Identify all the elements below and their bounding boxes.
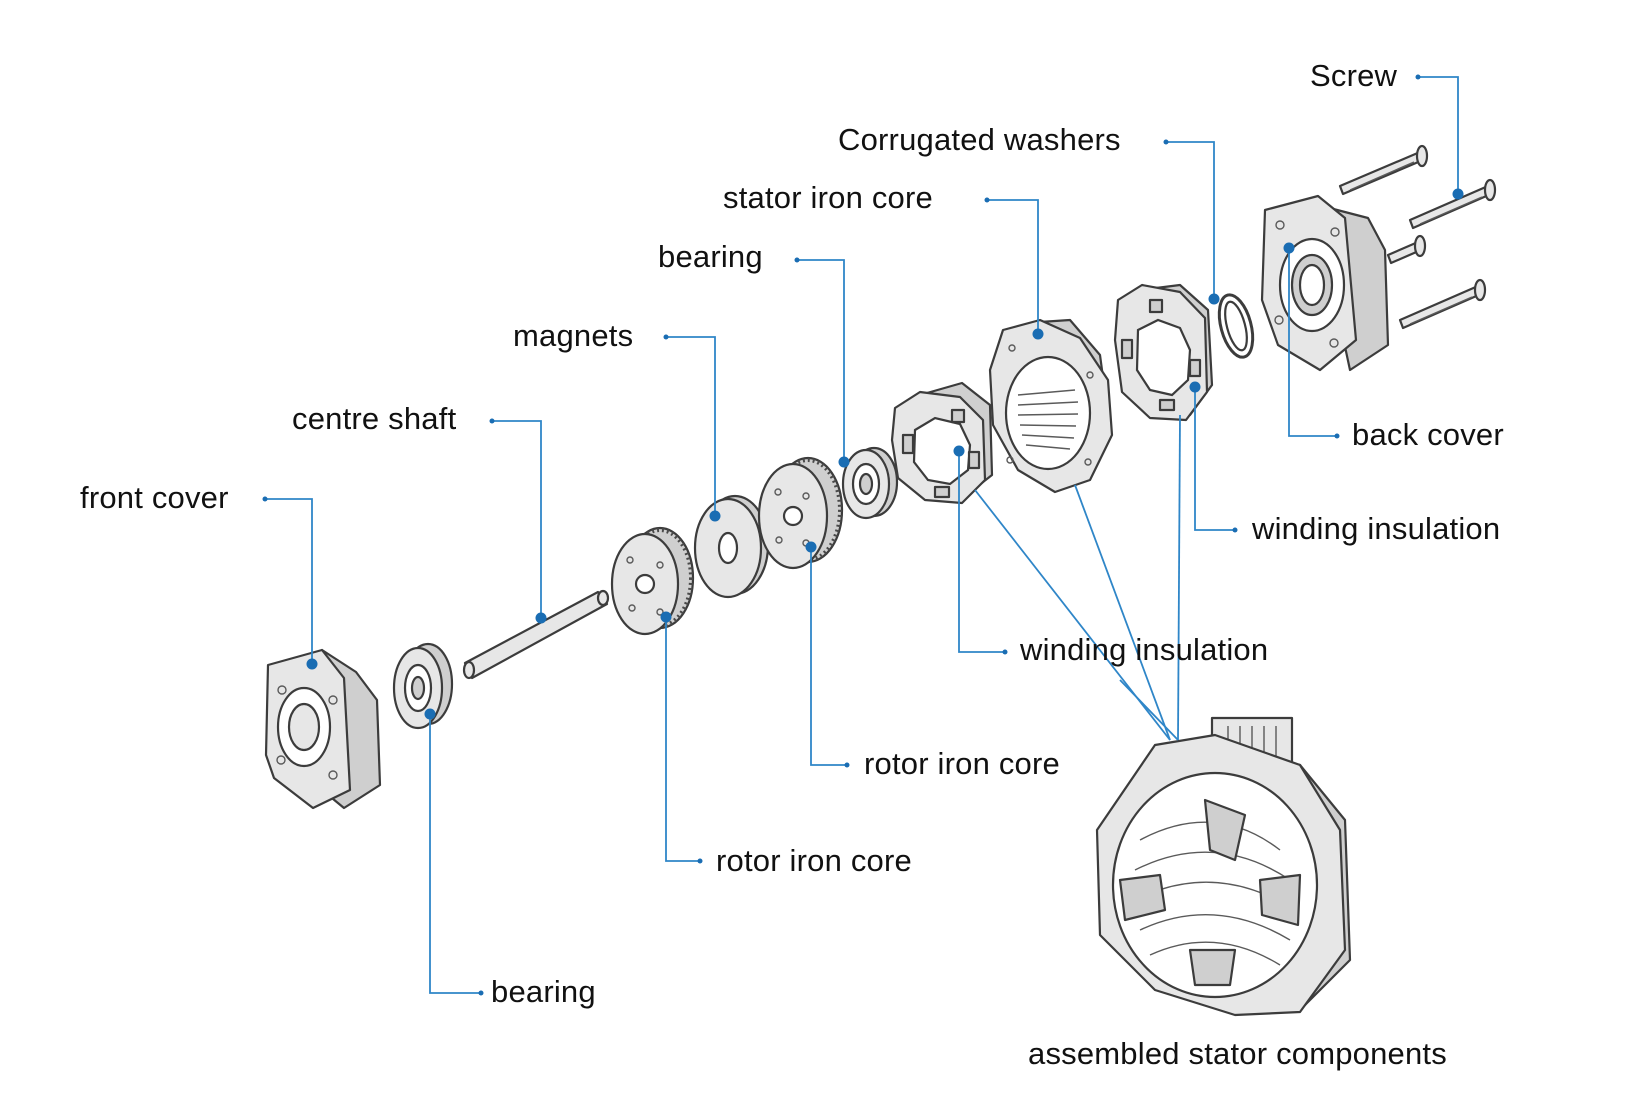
label-magnets: magnets: [513, 318, 634, 353]
screws-part: [1338, 144, 1497, 330]
leader-screw: [1418, 76, 1459, 194]
label-winding-insulation-rear: winding insulation: [1252, 511, 1501, 546]
dot-centre-shaft: [535, 612, 547, 624]
leader-lines: [265, 76, 1459, 994]
label-rotor-iron-core-rear: rotor iron core: [864, 746, 1060, 781]
leader-centre-shaft: [492, 420, 542, 618]
magnet-part: [693, 494, 770, 599]
label-stator-iron-core: stator iron core: [723, 180, 933, 215]
front-bearing-part: [392, 642, 454, 730]
dot-winding-insulation-rear: [1189, 381, 1201, 393]
leader-winding-insulation-front: [958, 451, 1005, 653]
label-back-cover: back cover: [1352, 417, 1504, 452]
leader-back-cover: [1288, 248, 1337, 437]
marker-dots: [262, 74, 1464, 996]
corrugated-washer-part: [1217, 293, 1255, 359]
label-screw: Screw: [1310, 58, 1398, 93]
assembled-stator-part: [1095, 716, 1352, 1017]
dot-rotor-iron-core-rear: [805, 541, 817, 553]
label-winding-insulation-front: winding insulation: [1020, 632, 1269, 667]
label-bearing-front: bearing: [491, 974, 596, 1009]
leader-bearing-front: [429, 714, 481, 994]
leader-bearing-rear: [797, 259, 845, 462]
dot-screw: [1452, 188, 1464, 200]
front-cover-part: [264, 648, 382, 810]
label-centre-shaft: centre shaft: [292, 401, 457, 436]
dot-magnets: [709, 510, 721, 522]
leader-rotor-iron-core-rear: [810, 547, 847, 766]
leader-stator-iron-core: [987, 199, 1039, 334]
rear-bearing-part: [841, 446, 899, 520]
rotor-iron-core-rear-part: [757, 456, 844, 570]
label-rotor-iron-core-front: rotor iron core: [716, 843, 912, 878]
label-assembled-stator-components: assembled stator components: [1028, 1036, 1447, 1071]
dot-corrugated-washers: [1208, 293, 1220, 305]
leader-front-cover: [265, 498, 313, 664]
leader-assembly-3: [1177, 414, 1181, 741]
dot-bearing-rear: [838, 456, 850, 468]
label-front-cover: front cover: [80, 480, 229, 515]
leader-rotor-iron-core-front: [665, 617, 700, 862]
rotor-iron-core-front-part: [610, 526, 695, 636]
leader-assembly-4: [1119, 679, 1179, 741]
dot-stator-iron-core: [1032, 328, 1044, 340]
leader-corrugated-washers: [1166, 141, 1215, 299]
label-bearing-rear: bearing: [658, 239, 763, 274]
stator-iron-core-part: [988, 318, 1114, 494]
back-cover-part: [1260, 194, 1390, 372]
label-corrugated-washers: Corrugated washers: [838, 122, 1121, 157]
leader-magnets: [666, 336, 716, 516]
dot-rotor-iron-core-front: [660, 611, 672, 623]
centre-shaft-part: [462, 589, 610, 680]
dot-winding-insulation-front: [953, 445, 965, 457]
winding-insulation-front-part: [890, 381, 994, 505]
dot-back-cover: [1283, 242, 1295, 254]
leader-winding-insulation-rear: [1194, 387, 1235, 531]
dot-front-cover: [306, 658, 318, 670]
leader-assembly-2: [1074, 484, 1171, 741]
winding-insulation-rear-part: [1113, 283, 1214, 422]
dot-bearing-front: [424, 708, 436, 720]
